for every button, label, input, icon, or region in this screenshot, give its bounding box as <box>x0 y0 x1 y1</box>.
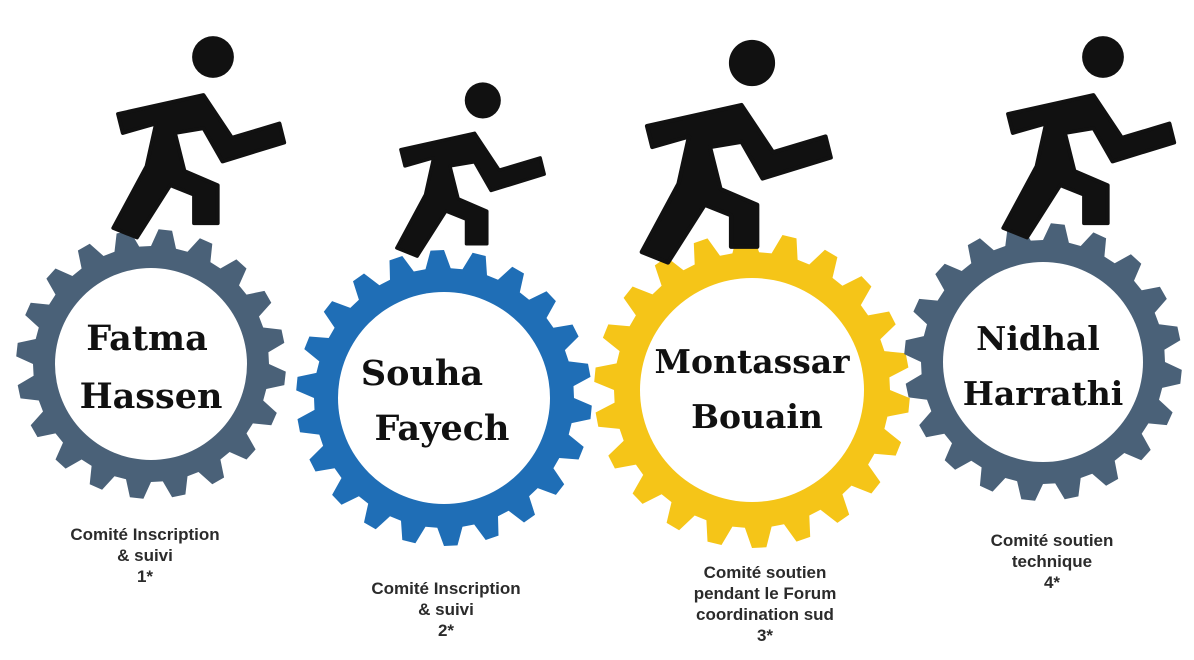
caption-line: technique <box>1011 552 1093 571</box>
caption-line: 3* <box>756 626 774 645</box>
caption-line: Comité Inscription <box>371 579 521 598</box>
running-person-icon <box>395 80 546 258</box>
member-last-name: Bouain <box>691 397 823 436</box>
member-first-name: Nidhal <box>976 319 1100 358</box>
caption-line: & suivi <box>418 600 474 619</box>
gear-fatma <box>16 229 286 499</box>
running-person-icon <box>111 34 287 240</box>
member-first-name: Montassar <box>654 342 850 381</box>
member-first-name: Fatma <box>86 318 208 359</box>
member-first-name: Souha <box>361 353 483 394</box>
committee-caption: Comité soutien technique 4* <box>940 530 1164 593</box>
running-person-icon <box>642 40 831 263</box>
member-last-name: Harrathi <box>963 374 1124 413</box>
caption-line: Comité soutien <box>990 531 1114 550</box>
committee-caption: Comité soutien pendant le Forum coordina… <box>650 562 880 646</box>
member-last-name: Fayech <box>375 408 510 449</box>
member-last-name: Hassen <box>80 376 223 417</box>
caption-line: Comité Inscription <box>70 525 220 544</box>
gear-nidhal <box>904 223 1182 501</box>
caption-line: 4* <box>1043 573 1061 592</box>
committee-caption: Comité Inscription & suivi 2* <box>330 578 562 641</box>
caption-line: Comité soutien <box>703 563 827 582</box>
caption-line: 1* <box>136 567 154 586</box>
committee-caption: Comité Inscription & suivi 1* <box>30 524 260 587</box>
caption-line: 2* <box>437 621 455 640</box>
caption-line: pendant le Forum <box>693 584 837 603</box>
gear-montassar <box>594 232 910 548</box>
running-person-icon <box>1001 34 1177 240</box>
caption-line: coordination sud <box>696 605 834 624</box>
caption-line: & suivi <box>117 546 173 565</box>
gear-souha <box>296 250 592 546</box>
